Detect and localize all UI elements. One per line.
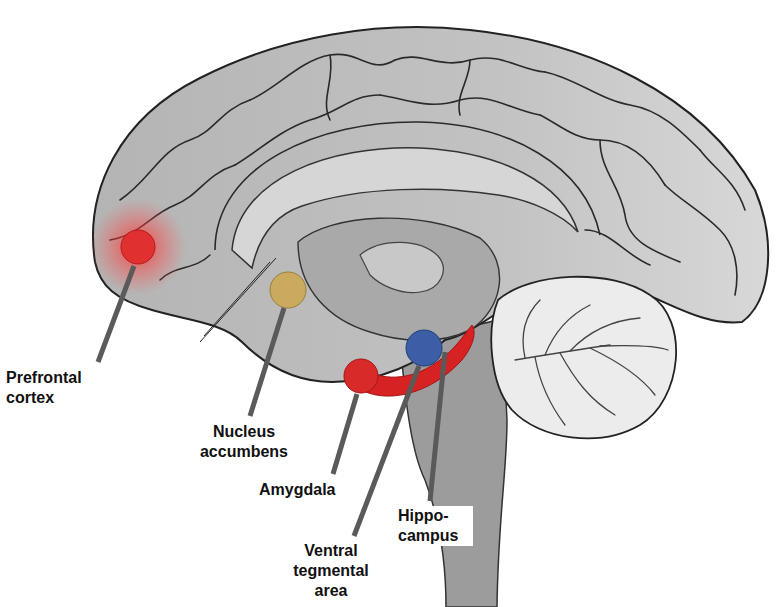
prefrontal-glow	[90, 199, 186, 295]
region-label: Ventral tegmental area	[281, 541, 381, 601]
gyri-lines	[326, 55, 331, 120]
region-label: Nucleus accumbens	[188, 422, 300, 462]
gyri-lines	[585, 230, 650, 265]
thin-lines	[200, 258, 276, 342]
arbor-vitae	[523, 300, 540, 358]
region-label: Prefrontal cortex	[3, 368, 111, 408]
gyri-lines	[665, 185, 737, 295]
arbor-vitae	[600, 345, 668, 350]
arbor-vitae	[545, 305, 590, 355]
gyri-lines	[110, 54, 745, 295]
arbor-vitae	[535, 357, 565, 425]
gyri-lines	[459, 60, 470, 115]
gyri-lines	[600, 140, 680, 262]
accumbens-spot	[270, 272, 306, 308]
ventricle	[360, 242, 443, 292]
thalamus	[298, 218, 500, 340]
gyri-lines	[545, 72, 700, 150]
prefrontal-spot	[121, 230, 155, 264]
amygdala-spot	[344, 359, 378, 393]
brain-drawing	[90, 27, 768, 607]
thin-lines	[204, 262, 270, 336]
gyri-lines	[540, 115, 665, 185]
leader-line	[430, 352, 445, 501]
leader-line	[333, 394, 357, 474]
arbor-vitae	[590, 348, 655, 395]
leader-line	[250, 308, 284, 416]
leader-line	[98, 266, 134, 362]
cerebellum	[491, 277, 676, 439]
gyri-lines	[700, 150, 745, 210]
gyri-lines	[120, 100, 250, 200]
arbor-vitae	[515, 300, 668, 425]
region-label: Hippo- campus	[395, 506, 473, 546]
vta-spot	[406, 330, 442, 366]
gyri-lines	[250, 54, 395, 100]
region-label: Amygdala	[256, 480, 338, 500]
arbor-vitae	[560, 353, 615, 415]
leader-lines	[98, 266, 445, 536]
thin-lines	[200, 258, 276, 342]
